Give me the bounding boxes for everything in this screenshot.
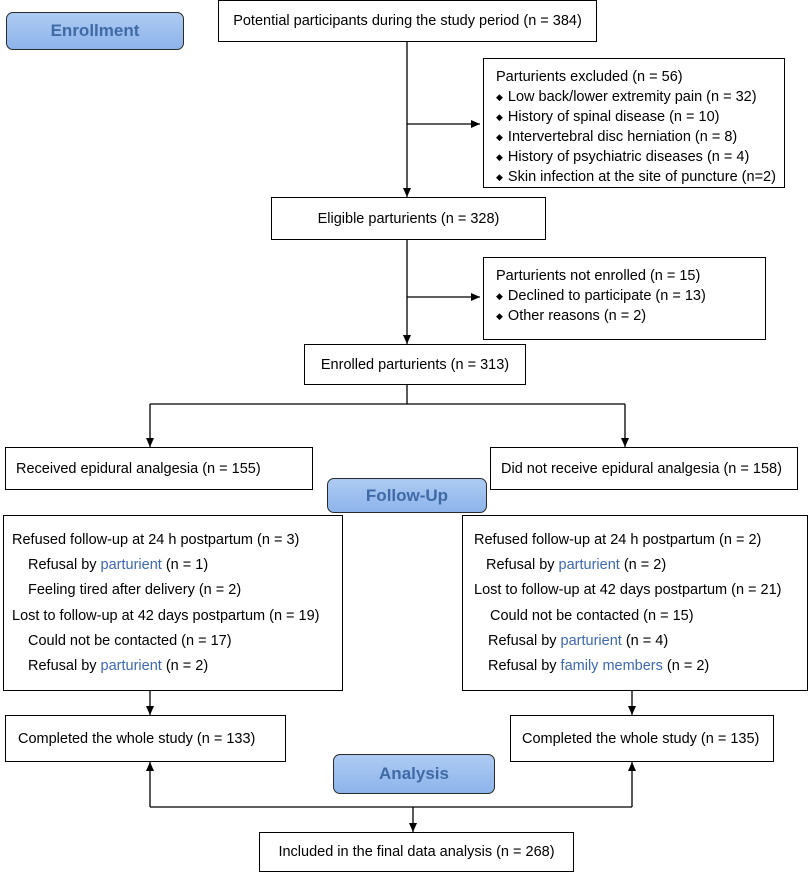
left-completed-text: Completed the whole study (n = 133) — [18, 731, 256, 747]
enrolled-text: Enrolled parturients (n = 313) — [320, 356, 510, 373]
left-feeling-tired: Feeling tired after delivery (n = 2) — [28, 582, 242, 599]
box-not-enrolled: Parturients not enrolled (n = 15) Declin… — [483, 257, 766, 340]
right-refused-24h: Refused follow-up at 24 h postpartum (n … — [474, 532, 762, 548]
stage-follow-up: Follow-Up — [327, 478, 487, 513]
left-refusal-parturient-2: Refusal by parturient (n = 2) — [28, 658, 209, 675]
final-text: Included in the final data analysis (n =… — [278, 844, 555, 860]
box-excluded: Parturients excluded (n = 56) Low back/l… — [483, 58, 785, 188]
potential-text: Potential participants during the study … — [233, 13, 582, 29]
excluded-item: History of spinal disease (n = 10) — [496, 107, 784, 127]
right-completed-text: Completed the whole study (n = 135) — [522, 731, 760, 747]
box-left-followup: Refused follow-up at 24 h postpartum (n … — [3, 515, 343, 691]
right-refusal-parturient: Refusal by parturient (n = 2) — [486, 557, 667, 574]
box-enrolled: Enrolled parturients (n = 313) — [304, 344, 526, 385]
left-not-contacted: Could not be contacted (n = 17) — [28, 632, 232, 649]
excluded-item: Intervertebral disc herniation (n = 8) — [496, 127, 784, 147]
box-received-epidural: Received epidural analgesia (n = 155) — [5, 447, 313, 490]
box-eligible: Eligible parturients (n = 328) — [271, 197, 546, 240]
excluded-item: Skin infection at the site of puncture (… — [496, 167, 784, 187]
received-epidural-text: Received epidural analgesia (n = 155) — [16, 461, 261, 477]
stage-enrollment: Enrollment — [6, 12, 184, 50]
eligible-text: Eligible parturients (n = 328) — [317, 210, 500, 227]
not-enrolled-item: Other reasons (n = 2) — [496, 306, 765, 326]
left-refused-24h: Refused follow-up at 24 h postpartum (n … — [12, 532, 300, 548]
no-epidural-text: Did not receive epidural analgesia (n = … — [501, 461, 782, 477]
right-not-contacted: Could not be contacted (n = 15) — [490, 607, 694, 624]
excluded-title: Parturients excluded (n = 56) — [496, 69, 683, 85]
box-potential-participants: Potential participants during the study … — [218, 0, 597, 42]
box-no-epidural: Did not receive epidural analgesia (n = … — [490, 447, 798, 490]
box-right-completed: Completed the whole study (n = 135) — [510, 715, 774, 762]
right-lost-42d: Lost to follow-up at 42 days postpartum … — [474, 582, 782, 599]
not-enrolled-title: Parturients not enrolled (n = 15) — [496, 268, 701, 284]
left-lost-42d: Lost to follow-up at 42 days postpartum … — [12, 607, 320, 624]
left-refusal-parturient: Refusal by parturient (n = 1) — [28, 557, 209, 574]
not-enrolled-item: Declined to participate (n = 13) — [496, 286, 765, 306]
box-left-completed: Completed the whole study (n = 133) — [5, 715, 286, 762]
excluded-item: History of psychiatric diseases (n = 4) — [496, 147, 784, 167]
right-refusal-family: Refusal by family members (n = 2) — [488, 658, 710, 675]
excluded-item: Low back/lower extremity pain (n = 32) — [496, 87, 784, 107]
box-final-analysis: Included in the final data analysis (n =… — [259, 832, 574, 872]
box-right-followup: Refused follow-up at 24 h postpartum (n … — [462, 515, 808, 691]
stage-analysis: Analysis — [333, 754, 495, 794]
right-refusal-parturient-2: Refusal by parturient (n = 4) — [488, 632, 669, 649]
